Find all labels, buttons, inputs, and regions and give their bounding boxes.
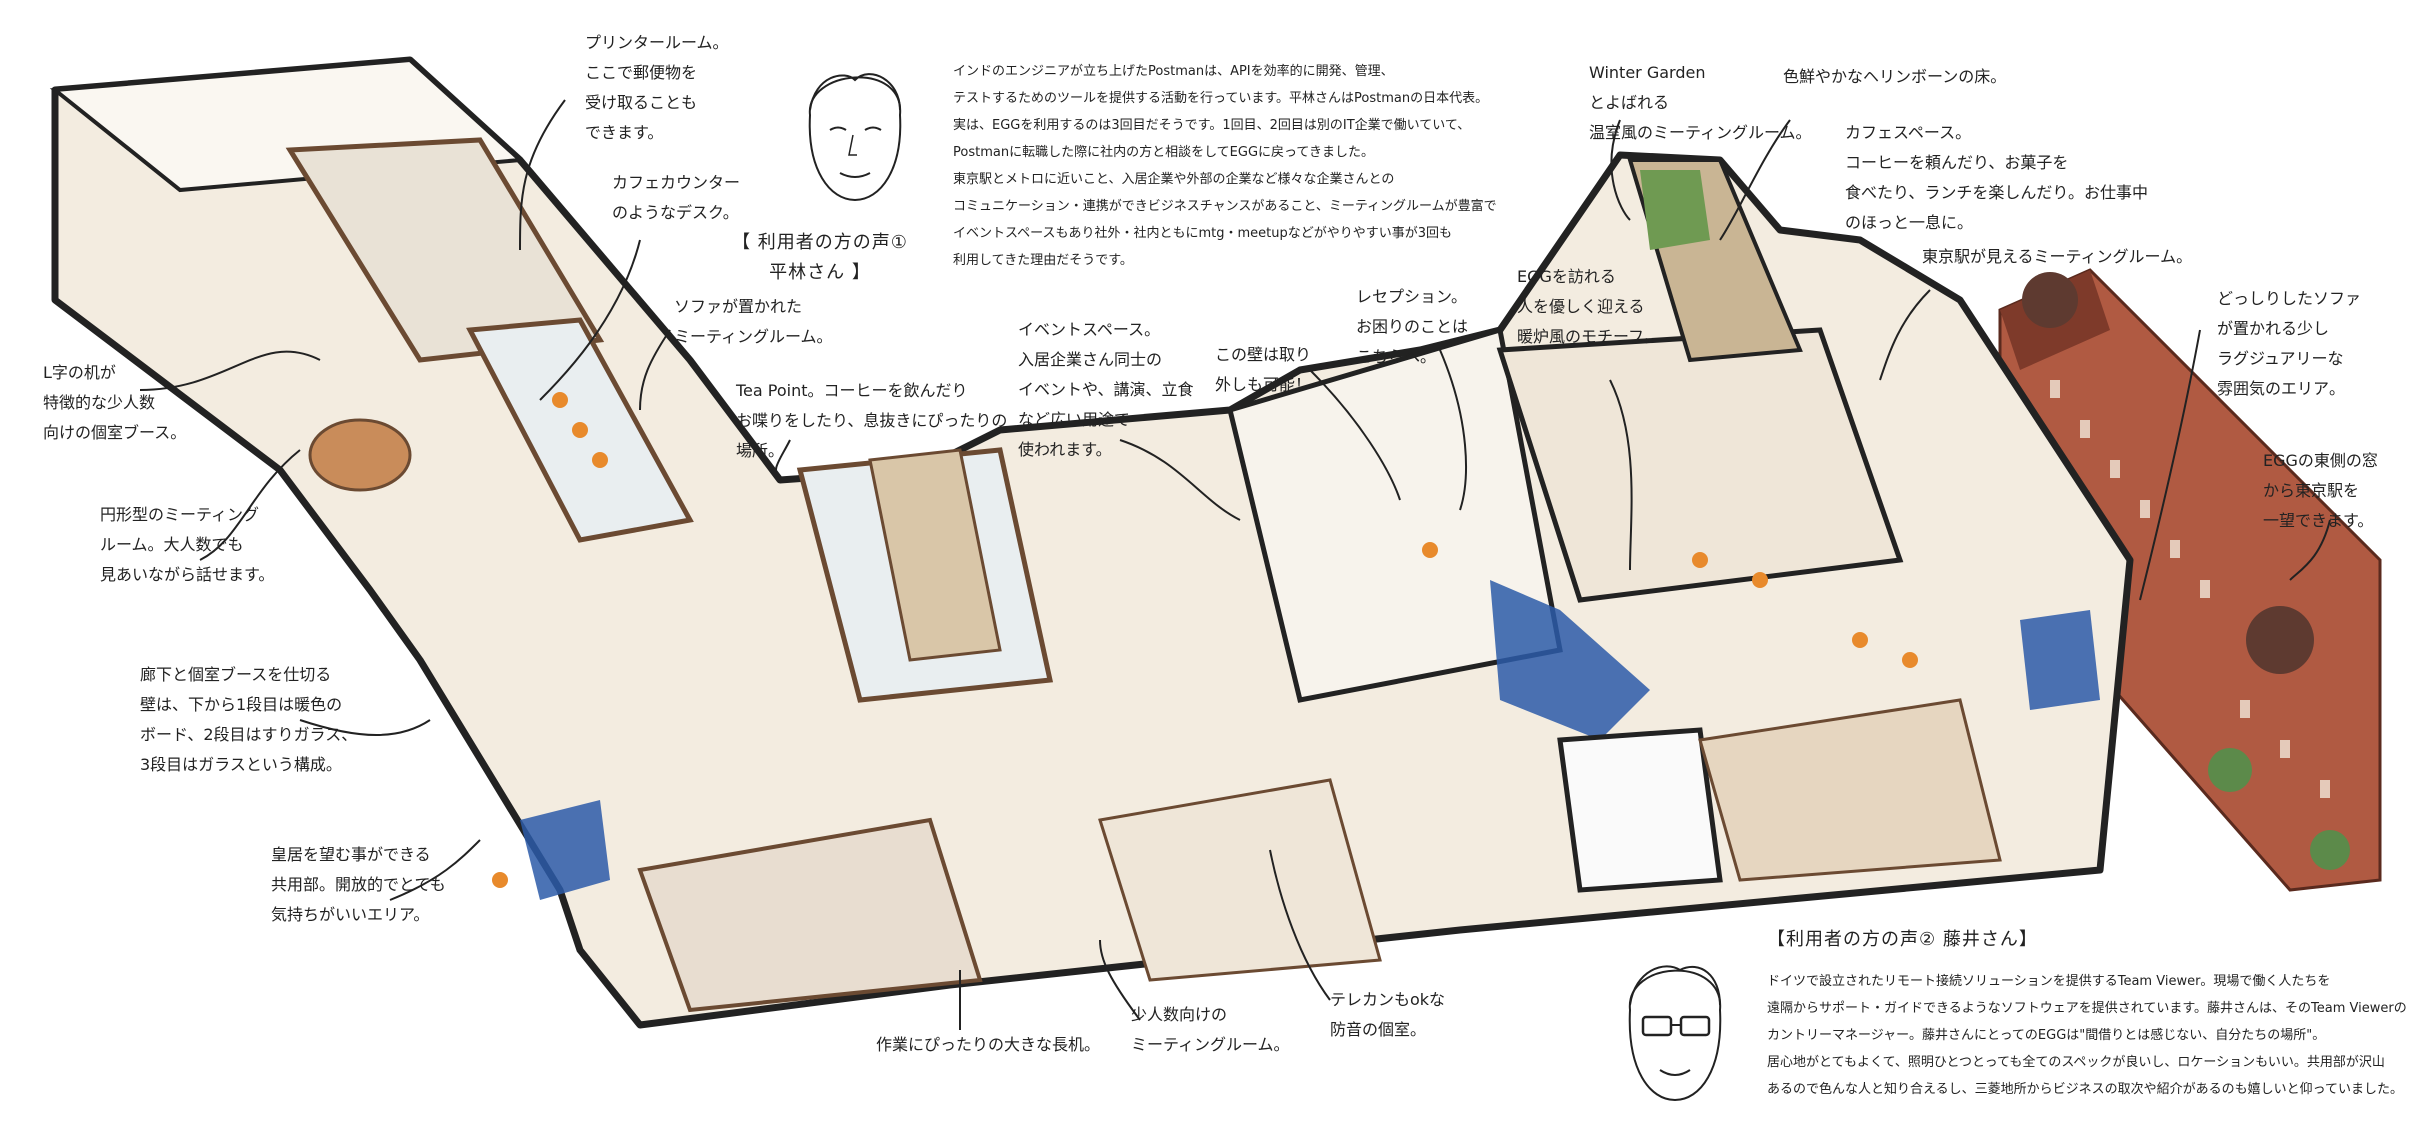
voice-1-text: インドのエンジニアが立ち上げたPostmanは、APIを効率的に開発、管理、 テ… <box>953 64 1497 268</box>
floor-plan <box>49 56 2134 1029</box>
portrait-hirabayashi-icon <box>808 73 902 202</box>
note-telecon-booth: テレカンもokな 防音の個室。 <box>1330 990 1446 1039</box>
voice-2-label: 【利用者の方の声② 藤井さん】 <box>1767 929 2038 950</box>
note-luxury-lounge: どっしりしたソファ が置かれる少し ラグジュアリーな 雰囲気のエリア。 <box>2217 289 2362 398</box>
note-east-window: EGGの東側の窓 から東京駅を 一望できます。 <box>2263 451 2378 530</box>
note-cafe-counter-desk: カフェカウンター のようなデスク。 <box>612 173 741 222</box>
note-corridor-wall: 廊下と個室ブースを仕切る 壁は、下から1段目は暖色の ボード、2段目はすりガラス… <box>140 665 358 774</box>
note-round-meeting-room: 円形型のミーティング ルーム。大人数でも 見あいながら話せます。 <box>100 505 275 584</box>
note-winter-garden: Winter Garden とよばれる 温室風のミーティングルーム。 <box>1589 63 1812 142</box>
voice-1-label: 【 利用者の方の声① 平林さん 】 <box>732 232 908 283</box>
voice-2-text: ドイツで設立されたリモート接続ソリューションを提供するTeam Viewer。現… <box>1767 974 2407 1097</box>
note-tea-point: Tea Point。コーヒーを飲んだり お喋りをしたり、息抜きにぴったりの 場所… <box>736 381 1008 460</box>
note-sofa-meeting-room: ソファが置かれた ミーティングルーム。 <box>674 297 833 346</box>
note-station-view-room: 東京駅が見えるミーティングルーム。 <box>1922 247 2193 266</box>
note-fireplace-motif: EGGを訪れる 人を優しく迎える 暖炉風のモチーフ。 <box>1517 267 1660 346</box>
note-removable-wall: この壁は取り 外しも可能！ <box>1215 345 1312 394</box>
annotation-leader-lines <box>139 99 2331 1030</box>
note-herringbone-floor: 色鮮やかなヘリンボーンの床。 <box>1783 67 2007 86</box>
note-cafe-space: カフェスペース。 コーヒーを頼んだり、お菓子を 食べたり、ランチを楽しんだり。お… <box>1845 123 2149 232</box>
note-event-space: イベントスペース。 入居企業さん同士の イベントや、講演、立食 など広い用途で … <box>1018 320 1194 459</box>
note-printer-room: プリンタールーム。 ここで郵便物を 受け取ることも できます。 <box>585 33 729 142</box>
note-long-desk: 作業にぴったりの大きな長机。 <box>876 1035 1101 1054</box>
note-small-meeting-room: 少人数向けの ミーティングルーム。 <box>1131 1005 1290 1054</box>
note-reception: レセプション。 お困りのことは こちらへ。 <box>1356 287 1469 366</box>
tokyo-station-illustration <box>1998 268 2382 892</box>
portrait-fujii-icon <box>1628 965 1722 1102</box>
note-palace-view: 皇居を望む事ができる 共用部。開放的でとても 気持ちがいいエリア。 <box>271 845 446 924</box>
note-l-desk-booth: L字の机が 特徴的な少人数 向けの個室ブース。 <box>43 363 187 442</box>
